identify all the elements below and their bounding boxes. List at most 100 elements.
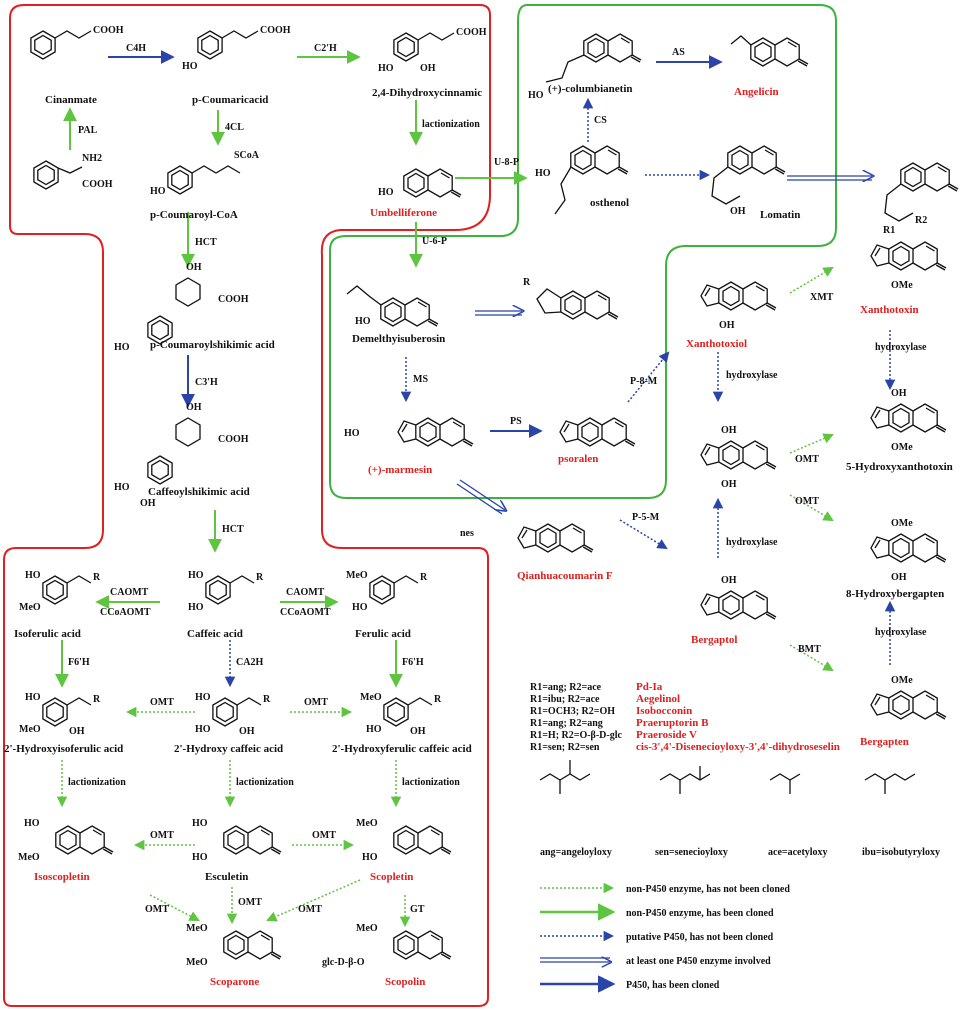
svg-text:OH: OH	[140, 498, 156, 509]
svg-text:COOH: COOH	[93, 25, 124, 36]
label-hydroxybergapten: 8-Hydroxybergapten	[846, 588, 944, 600]
label-columbianetin: (+)-columbianetin	[548, 83, 633, 95]
svg-text:OH: OH	[186, 402, 202, 413]
substituent-code: R1=H; R2=O-β-D-glc	[530, 730, 622, 741]
enzyme-c4h: C4H	[126, 43, 146, 54]
legend-item: non-P450 enzyme, has been cloned	[540, 903, 774, 921]
substituent-compound: Isobocconin	[636, 705, 692, 717]
svg-text:HO: HO	[195, 692, 211, 703]
structure-osthenol: HO	[535, 145, 629, 215]
arrow-hollow-marmesin-2	[456, 483, 503, 515]
label-demethylsuberosin: Demelthyisuberosin	[352, 333, 445, 345]
enzyme-lactionization-3: lactionization	[236, 777, 294, 788]
svg-text:HO: HO	[24, 818, 40, 829]
svg-text:OH: OH	[186, 262, 202, 273]
enzyme-lactionization-1: lactionization	[422, 119, 480, 130]
label-coumaroylshikimic: p-Coumaroylshikimic acid	[150, 339, 275, 351]
svg-text:OH: OH	[721, 575, 737, 586]
svg-text:COOH: COOH	[260, 25, 291, 36]
label-qianhuacoumarin: Qianhuacoumarin F	[517, 570, 613, 582]
structure-lomatin: OH	[711, 145, 786, 217]
enzyme-p8m: P-8-M	[630, 376, 658, 387]
svg-text:HO: HO	[150, 186, 166, 197]
svg-text:MeO: MeO	[346, 570, 368, 581]
legend-item: non-P450 enzyme, has not been cloned	[540, 882, 790, 895]
enzyme-hydroxylase-2: hydroxylase	[875, 342, 927, 353]
label-coumaroyl-coa: p-Coumaroyl-CoA	[150, 209, 238, 221]
substituent-compound: Praeroside V	[636, 729, 697, 741]
svg-text:COOH: COOH	[456, 27, 487, 38]
svg-text:glc-D-β-O: glc-D-β-O	[322, 957, 365, 968]
label-hydroxyxanthotoxin: 5-Hydroxyxanthotoxin	[846, 461, 953, 473]
enzyme-c3h: C3'H	[195, 377, 218, 388]
acyl-group-label: sen=senecioyloxy	[655, 847, 728, 858]
label-hydroxyferulic: 2'-Hydroxyferulic caffeic acid	[332, 743, 472, 755]
svg-text:R: R	[93, 572, 101, 583]
enzyme-hct-2: HCT	[222, 524, 244, 535]
structure-xanthotoxiol: OH	[701, 282, 776, 331]
enzyme-cs: CS	[594, 115, 607, 126]
svg-text:HO: HO	[114, 482, 130, 493]
svg-text:MeO: MeO	[18, 852, 40, 863]
svg-text:HO: HO	[344, 428, 360, 439]
svg-text:HO: HO	[195, 724, 211, 735]
svg-text:NH2: NH2	[82, 153, 102, 164]
substituent-code: R1=ang; R2=ace	[530, 682, 602, 693]
enzyme-u8p: U-8-P	[494, 157, 519, 168]
label-caffeoylshikimic: Caffeoylshikimic acid	[148, 486, 250, 498]
svg-text:HO: HO	[192, 818, 208, 829]
arrow-p5m	[619, 519, 668, 550]
svg-text:HO: HO	[535, 168, 551, 179]
acyl-structures	[539, 760, 916, 794]
legend-label: non-P450 enzyme, has been cloned	[626, 908, 774, 919]
svg-text:R: R	[420, 572, 428, 583]
label-angelicin: Angelicin	[734, 86, 779, 98]
structure-p-coumaric: COOH HO	[182, 25, 291, 72]
substituent-compound: cis-3',4'-Disenecioyloxy-3',4'-dihydrose…	[636, 741, 840, 753]
label-dihydroxycinnamic: 2,4-Dihydroxycinnamic	[372, 87, 482, 99]
svg-text:OMe: OMe	[891, 442, 913, 453]
compound-labels: Cinanmate p-Coumaricacid 2,4-Dihydroxyci…	[4, 83, 953, 988]
svg-text:OH: OH	[891, 572, 907, 583]
enzyme-as: AS	[672, 47, 685, 58]
enzyme-omt-3: OMT	[150, 697, 174, 708]
structure-cinnamate: COOH	[30, 25, 124, 60]
enzyme-omt-9: OMT	[298, 904, 322, 915]
green-pathway-region	[329, 4, 837, 499]
label-scopolin: Scopolin	[385, 976, 425, 988]
label-isoferulic: Isoferulic acid	[14, 628, 81, 640]
legend: non-P450 enzyme, has not been cloned non-…	[540, 882, 790, 993]
svg-text:R2: R2	[915, 215, 927, 226]
enzyme-ccoaomt-1: CCoAOMT	[100, 607, 151, 618]
structure-angelicin	[730, 35, 809, 67]
enzyme-gt: GT	[410, 904, 425, 915]
svg-text:OH: OH	[730, 206, 746, 217]
enzyme-hydroxylase-1: hydroxylase	[726, 370, 778, 381]
acyl-group-label: ibu=isobutyryloxy	[862, 847, 940, 858]
label-xanthotoxin: Xanthotoxin	[860, 304, 919, 316]
enzyme-omt-7: OMT	[145, 904, 169, 915]
structure-umbelliferone: HO	[378, 168, 462, 198]
enzyme-xmt: XMT	[810, 292, 834, 303]
legend-label: P450, has been cloned	[626, 980, 720, 991]
enzyme-omt-2: OMT	[795, 496, 819, 507]
substituent-compound: Pd-Ia	[636, 681, 663, 693]
arrow-omt-1	[789, 433, 834, 454]
svg-text:R: R	[434, 694, 442, 705]
structure-caffeoyl-ring: HO OH	[114, 455, 173, 509]
enzyme-caomt-2: CAOMT	[286, 587, 325, 598]
structure-qianhuacoumarin: nes	[460, 524, 593, 552]
svg-text:HO: HO	[182, 61, 198, 72]
enzyme-hydroxylase-3: hydroxylase	[726, 537, 778, 548]
enzyme-omt-6: OMT	[312, 830, 336, 841]
